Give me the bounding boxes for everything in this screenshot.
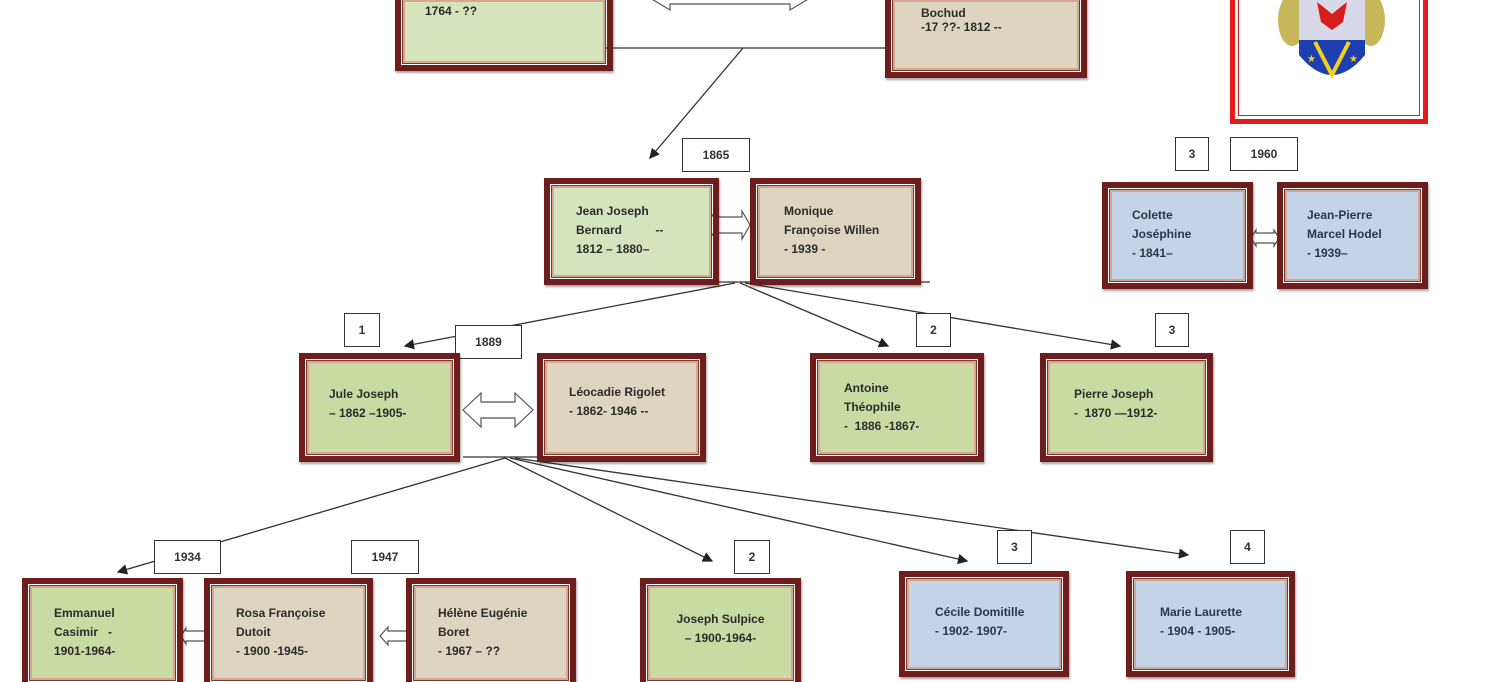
child-order-tag: 1 [344,313,380,347]
person-name: Bochud [921,6,966,20]
person-dates: - 1900 -1945- [236,644,309,658]
person-name: Françoise Willen [784,223,880,237]
person-box-pierre-joseph[interactable]: Pierre Joseph - 1870 —1912- [1040,353,1213,462]
person-dates: - 1841– [1132,246,1173,260]
person-box-leocadie-rigolet[interactable]: Léocadie Rigolet - 1862- 1946 -- [537,353,706,462]
double-arrow-gen3 [462,391,534,429]
person-name: Joseph Sulpice [676,612,765,626]
person-name: Boret [438,625,470,639]
descent-arrow-gen2 [649,47,744,159]
marriage-year-tag: 1947 [351,540,419,574]
person-name: Marcel Hodel [1307,227,1382,241]
svg-text:★: ★ [1349,54,1358,65]
person-dates: - 1862- 1946 -- [569,404,649,418]
person-name: Casimir - [54,625,113,639]
child-order-tag: 3 [1155,313,1189,347]
person-name: Cécile Domitille [935,605,1025,619]
person-dates: – 1862 –1905- [329,406,407,420]
person-dates: – 1900-1964- [684,631,757,645]
double-arrow-gen1 [652,0,808,12]
person-box-joseph-sulpice[interactable]: Joseph Sulpice – 1900-1964- [640,578,801,682]
person-dates: -17 ??- 1812 -- [921,20,1002,34]
person-box-bochud[interactable]: Bochud -17 ??- 1812 -- [885,0,1087,78]
descent-arrow-joseph [504,457,714,562]
person-box-gen1-left[interactable]: 1764 - ?? [395,0,613,71]
person-box-jean-pierre-hodel[interactable]: Jean-Pierre Marcel Hodel - 1939– [1277,182,1428,289]
person-name: Théophile [844,400,901,414]
person-name: Rosa Françoise [236,606,326,620]
person-box-marie-laurette[interactable]: Marie Laurette - 1904 - 1905- [1126,571,1295,677]
marriage-year-tag: 1960 [1230,137,1298,171]
person-box-emmanuel-casimir[interactable]: Emmanuel Casimir - 1901-1964- [22,578,183,682]
child-order-tag: 3 [997,530,1032,564]
person-name: Jean Joseph [576,204,649,218]
person-box-helene-boret[interactable]: Hélène Eugénie Boret - 1967 – ?? [406,578,576,682]
person-name: Jean-Pierre [1307,208,1373,222]
person-name: Jule Joseph [329,387,399,401]
descent-arrow-antoine [739,282,890,348]
person-dates: - 1967 – ?? [438,644,501,658]
marriage-year-tag: 1889 [455,325,522,359]
person-name: Monique [784,204,834,218]
svg-text:★: ★ [1307,54,1316,65]
person-box-jule-joseph[interactable]: Jule Joseph – 1862 –1905- [299,353,460,462]
person-dates: 1901-1964- [54,644,116,658]
double-arrow-side [1250,227,1280,249]
person-name: Joséphine [1132,227,1192,241]
person-name: Dutoit [236,625,271,639]
person-name: Pierre Joseph [1074,387,1154,401]
person-box-jean-joseph-bernard[interactable]: Jean Joseph Bernard -- 1812 – 1880– [544,178,719,285]
person-name: Bernard -- [576,223,664,237]
person-name: Marie Laurette [1160,605,1243,619]
person-dates: 1764 - ?? [425,4,478,18]
person-box-colette-josephine[interactable]: Colette Joséphine - 1841– [1102,182,1253,289]
coat-of-arms-icon: ★ ★ [1278,0,1385,80]
descent-arrow-marie [514,457,1190,559]
person-box-cecile-domitille[interactable]: Cécile Domitille - 1902- 1907- [899,571,1069,677]
person-dates: - 1902- 1907- [935,624,1008,638]
child-order-tag: 3 [1175,137,1209,171]
coat-of-arms-frame: ★ ★ [1230,0,1428,124]
person-box-rosa-dutoit[interactable]: Rosa Françoise Dutoit - 1900 -1945- [204,578,373,682]
person-name: Hélène Eugénie [438,606,528,620]
person-name: Emmanuel [54,606,115,620]
person-dates: - 1886 -1867- [844,419,920,433]
person-dates: - 1870 —1912- [1074,406,1158,420]
person-name: Léocadie Rigolet [569,385,666,399]
person-dates: - 1939 - [784,242,826,256]
person-box-monique-willen[interactable]: Monique Françoise Willen - 1939 - [750,178,921,285]
descent-arrow-cecile [509,457,969,565]
marriage-year-tag: 1865 [682,138,750,172]
child-order-tag: 4 [1230,530,1265,564]
child-order-tag: 2 [916,313,951,347]
person-dates: - 1904 - 1905- [1160,624,1236,638]
double-arrow-emmanuel-rosa [180,625,207,647]
person-name: Colette [1132,208,1173,222]
child-order-tag: 2 [734,540,770,574]
person-name: Antoine [844,381,889,395]
marriage-year-tag: 1934 [154,540,221,574]
person-dates: - 1939– [1307,246,1348,260]
person-box-antoine-theophile[interactable]: Antoine Théophile - 1886 -1867- [810,353,984,462]
person-dates: 1812 – 1880– [576,242,650,256]
